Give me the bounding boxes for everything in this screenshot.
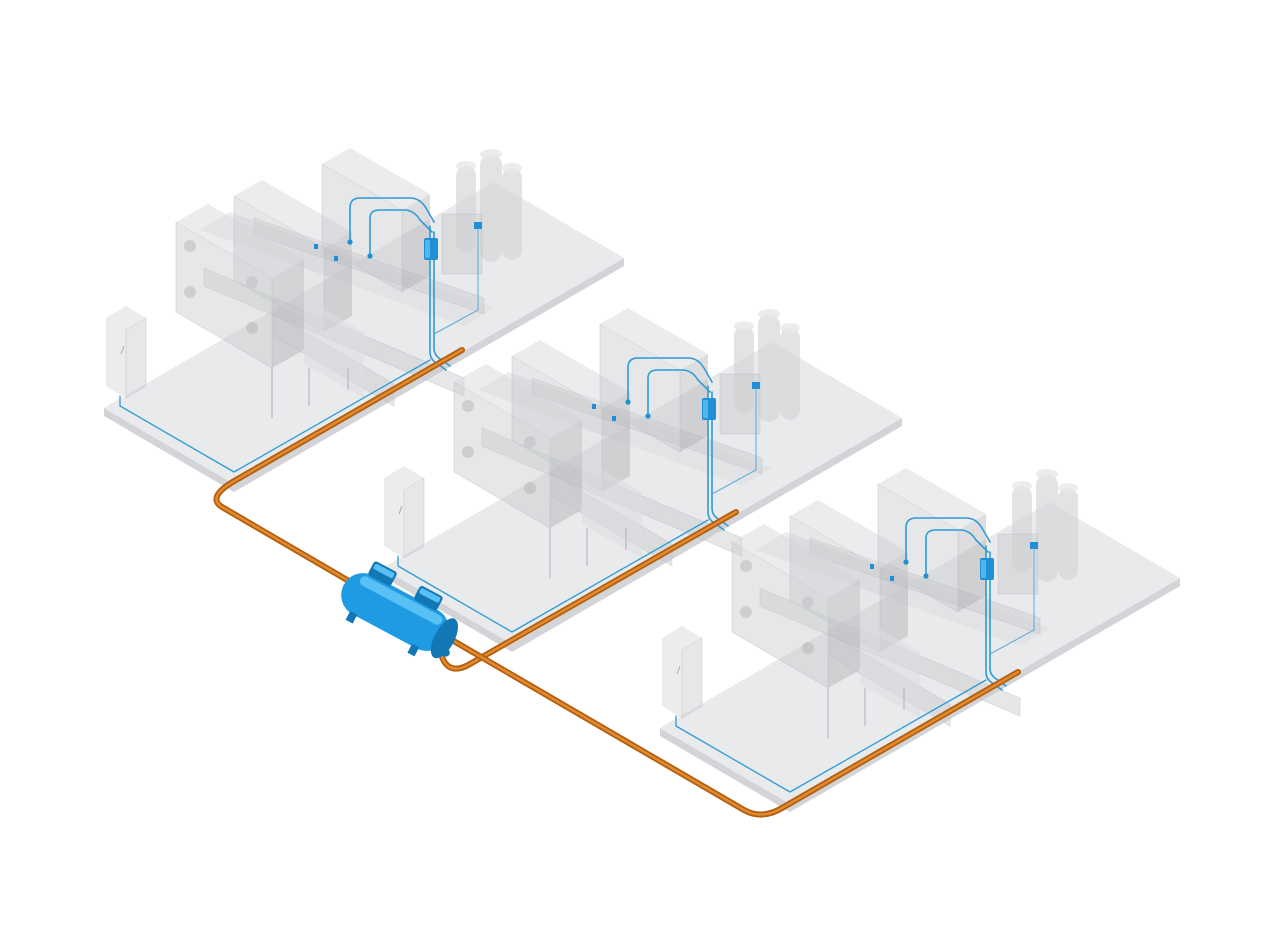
air-receiver-tank <box>341 561 459 659</box>
